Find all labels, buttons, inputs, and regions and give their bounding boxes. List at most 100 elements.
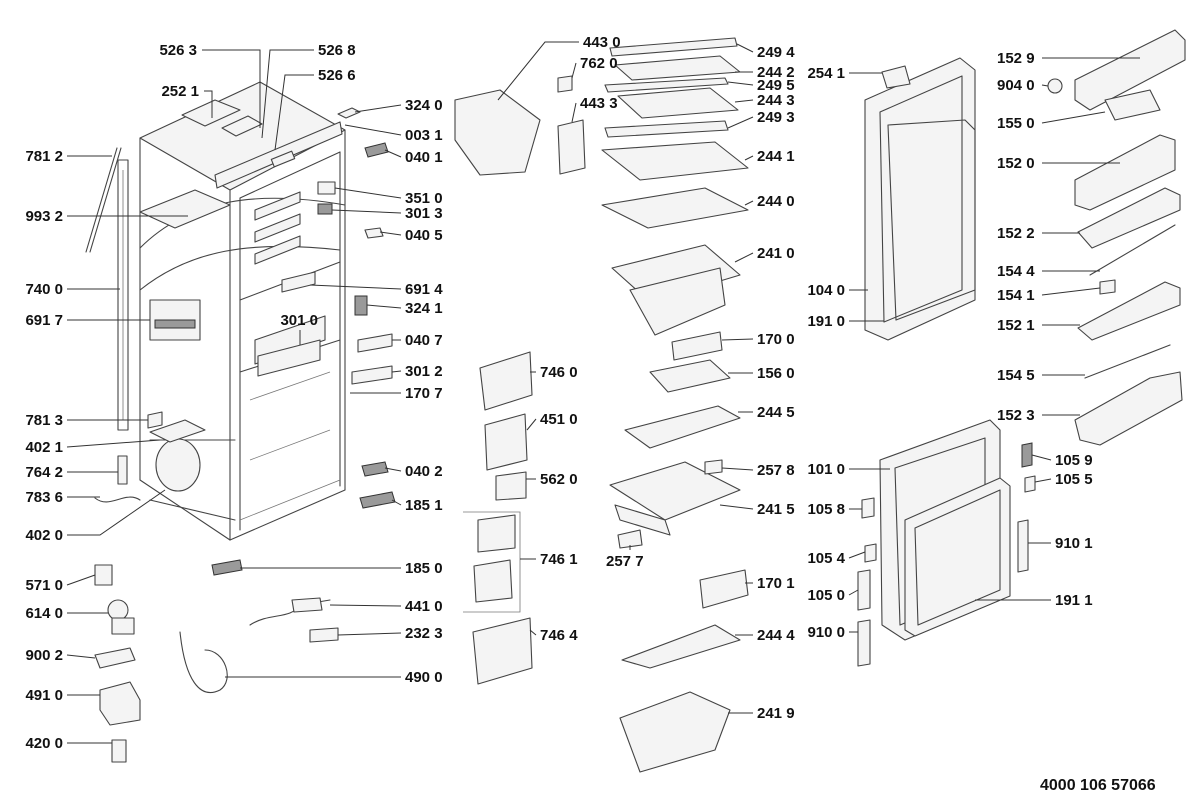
callout-324-1: 324 1 xyxy=(405,300,443,317)
callout-740-0: 740 0 xyxy=(25,281,63,298)
callout-904-0: 904 0 xyxy=(997,77,1035,94)
leader-252-1 xyxy=(204,90,213,118)
callout-526-3: 526 3 xyxy=(159,42,197,59)
leader-241-5 xyxy=(719,504,754,510)
callout-154-1: 154 1 xyxy=(997,287,1035,304)
leader-443-0 xyxy=(497,41,579,101)
callout-441-0: 441 0 xyxy=(405,598,443,615)
callout-324-0: 324 0 xyxy=(405,97,443,114)
leader-170-0 xyxy=(721,338,754,341)
leader-241-0 xyxy=(734,252,754,263)
callout-249-5: 249 5 xyxy=(757,77,795,94)
callout-105-5: 105 5 xyxy=(1055,471,1093,488)
leader-900-2 xyxy=(66,654,96,659)
callout-783-6: 783 6 xyxy=(25,489,63,506)
callout-170-0: 170 0 xyxy=(757,331,795,348)
leader-232-3 xyxy=(337,632,402,636)
callout-490-0: 490 0 xyxy=(405,669,443,686)
leader-040-1 xyxy=(384,149,402,158)
leader-441-0 xyxy=(329,604,402,607)
leader-691-4 xyxy=(309,284,402,290)
callout-451-0: 451 0 xyxy=(540,411,578,428)
callout-301-0: 301 0 xyxy=(280,312,318,329)
callout-232-3: 232 3 xyxy=(405,625,443,642)
callout-152-3: 152 3 xyxy=(997,407,1035,424)
leader-443-3 xyxy=(571,102,577,123)
callout-154-5: 154 5 xyxy=(997,367,1035,384)
callout-003-1: 003 1 xyxy=(405,127,443,144)
callout-241-9: 241 9 xyxy=(757,705,795,722)
callout-254-1: 254 1 xyxy=(807,65,845,82)
leader-526-3 xyxy=(202,49,261,128)
leader-451-0 xyxy=(526,418,537,431)
callout-104-0: 104 0 xyxy=(807,282,845,299)
doors-drawing xyxy=(857,57,1036,667)
callout-420-0: 420 0 xyxy=(25,735,63,752)
callout-746-1: 746 1 xyxy=(540,551,578,568)
callout-101-0: 101 0 xyxy=(807,461,845,478)
leader-324-1 xyxy=(366,304,402,309)
callout-105-8: 105 8 xyxy=(807,501,845,518)
leader-402-0 xyxy=(67,489,166,536)
callout-781-2: 781 2 xyxy=(25,148,63,165)
callout-105-4: 105 4 xyxy=(807,550,845,567)
callout-170-7: 170 7 xyxy=(405,385,443,402)
leader-185-1 xyxy=(391,499,402,506)
leader-746-4 xyxy=(529,629,537,636)
callout-249-4: 249 4 xyxy=(757,44,795,61)
callout-402-1: 402 1 xyxy=(25,439,63,456)
callout-691-4: 691 4 xyxy=(405,281,443,298)
leader-244-0 xyxy=(744,200,754,206)
callout-152-0: 152 0 xyxy=(997,155,1035,172)
leader-762-0 xyxy=(571,62,577,79)
callout-241-5: 241 5 xyxy=(757,501,795,518)
callout-301-2: 301 2 xyxy=(405,363,443,380)
callout-443-0: 443 0 xyxy=(583,34,621,51)
leader-571-0 xyxy=(66,574,96,586)
callout-993-2: 993 2 xyxy=(25,208,63,225)
callout-910-0: 910 0 xyxy=(807,624,845,641)
callout-301-3: 301 3 xyxy=(405,205,443,222)
callout-691-7: 691 7 xyxy=(25,312,63,329)
callout-351-0: 351 0 xyxy=(405,190,443,207)
callout-040-1: 040 1 xyxy=(405,149,443,166)
compressor-drawing xyxy=(94,99,396,763)
leader-244-1 xyxy=(744,155,754,161)
callout-191-1: 191 1 xyxy=(1055,592,1093,609)
callout-252-1: 252 1 xyxy=(161,83,199,100)
callout-526-6: 526 6 xyxy=(318,67,356,84)
callout-244-0: 244 0 xyxy=(757,193,795,210)
callout-762-0: 762 0 xyxy=(580,55,618,72)
callout-249-3: 249 3 xyxy=(757,109,795,126)
callout-241-0: 241 0 xyxy=(757,245,795,262)
callout-040-5: 040 5 xyxy=(405,227,443,244)
leader-003-1 xyxy=(344,124,402,136)
leader-324-0 xyxy=(354,104,402,113)
leader-154-1 xyxy=(1041,287,1101,296)
callout-244-2: 244 2 xyxy=(757,64,795,81)
callout-781-3: 781 3 xyxy=(25,412,63,429)
callout-562-0: 562 0 xyxy=(540,471,578,488)
leader-402-1 xyxy=(66,439,161,448)
leader-105-0 xyxy=(848,589,859,596)
callout-105-0: 105 0 xyxy=(807,587,845,604)
callout-154-4: 154 4 xyxy=(997,263,1035,280)
callout-614-0: 614 0 xyxy=(25,605,63,622)
callout-244-4: 244 4 xyxy=(757,627,795,644)
callout-244-3: 244 3 xyxy=(757,92,795,109)
leader-526-8 xyxy=(261,49,314,139)
callout-156-0: 156 0 xyxy=(757,365,795,382)
leader-351-0 xyxy=(334,187,402,199)
leader-040-5 xyxy=(379,231,402,236)
callout-185-1: 185 1 xyxy=(405,497,443,514)
callout-040-2: 040 2 xyxy=(405,463,443,480)
callout-491-0: 491 0 xyxy=(25,687,63,704)
callout-185-0: 185 0 xyxy=(405,560,443,577)
door-bins-drawing xyxy=(1047,29,1186,446)
callout-746-4: 746 4 xyxy=(540,627,578,644)
leader-249-5 xyxy=(727,81,754,86)
document-code: 4000 106 57066 xyxy=(1040,777,1156,794)
